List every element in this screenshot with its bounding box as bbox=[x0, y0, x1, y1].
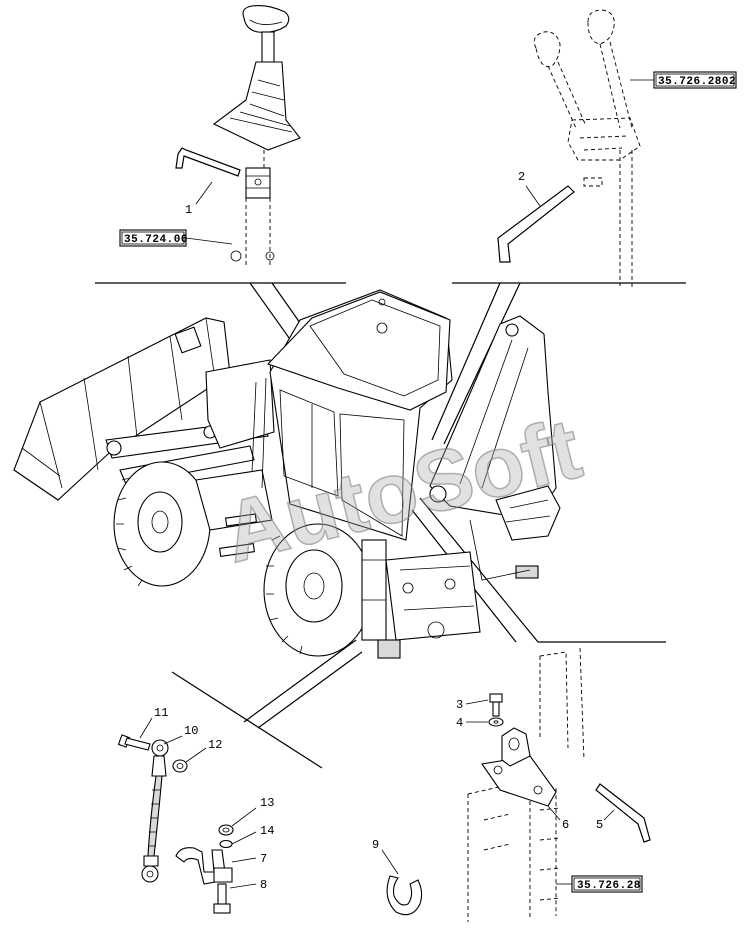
callout-11: 11 bbox=[154, 706, 168, 720]
pin-part-2 bbox=[497, 185, 575, 263]
bolt-part-8 bbox=[213, 883, 231, 914]
bracket-assembly bbox=[467, 647, 585, 922]
leader-5 bbox=[603, 809, 615, 821]
ref-box-35-726-28: 35.726.28 bbox=[556, 875, 643, 893]
leader-3 bbox=[465, 699, 489, 705]
washer-part-14 bbox=[219, 839, 233, 849]
callout-13: 13 bbox=[260, 796, 274, 810]
nut-part-12 bbox=[172, 759, 188, 773]
leader-6 bbox=[547, 805, 561, 821]
callout-6: 6 bbox=[562, 818, 569, 832]
callout-14: 14 bbox=[260, 824, 274, 838]
bolt-part-3 bbox=[489, 693, 503, 717]
bracket-part-7 bbox=[175, 847, 233, 885]
leader-2 bbox=[525, 185, 541, 207]
washer-part-4 bbox=[488, 717, 504, 727]
callout-2: 2 bbox=[518, 170, 525, 184]
callout-5: 5 bbox=[596, 818, 603, 832]
ref-label-upper-left: 35.724.06 bbox=[124, 234, 188, 246]
callout-7: 7 bbox=[260, 852, 267, 866]
callout-1: 1 bbox=[185, 203, 192, 217]
ref-label-lower-right: 35.726.28 bbox=[577, 880, 641, 892]
leader-14 bbox=[231, 831, 257, 845]
leader-12 bbox=[185, 747, 207, 763]
joystick-lever-assembly bbox=[212, 5, 301, 268]
leader-11 bbox=[139, 717, 153, 739]
pin-part-1 bbox=[175, 147, 241, 177]
leader-13 bbox=[231, 807, 257, 827]
ground-strap-part-10 bbox=[141, 739, 169, 883]
callout-9: 9 bbox=[372, 838, 379, 852]
callout-8: 8 bbox=[260, 878, 267, 892]
pin-part-5 bbox=[595, 783, 651, 843]
leader-9 bbox=[381, 849, 399, 875]
bolt-part-11 bbox=[117, 734, 151, 751]
leader-10 bbox=[163, 735, 183, 745]
nut-part-13 bbox=[218, 824, 234, 836]
callout-4: 4 bbox=[456, 716, 463, 730]
ref-label-upper-right: 35.726.2802 bbox=[658, 76, 736, 88]
leader-1 bbox=[195, 181, 213, 205]
clip-part-9 bbox=[386, 875, 423, 916]
dual-lever-assembly bbox=[533, 9, 641, 290]
ref-box-35-726-2802: 35.726.2802 bbox=[630, 71, 737, 89]
callout-10: 10 bbox=[184, 724, 198, 738]
leader-8 bbox=[229, 883, 257, 889]
callout-3: 3 bbox=[456, 698, 463, 712]
ref-box-35-724-06: 35.724.06 bbox=[119, 229, 233, 247]
leader-7 bbox=[231, 857, 257, 863]
backhoe-loader-machine bbox=[13, 289, 561, 659]
callout-12: 12 bbox=[208, 738, 222, 752]
